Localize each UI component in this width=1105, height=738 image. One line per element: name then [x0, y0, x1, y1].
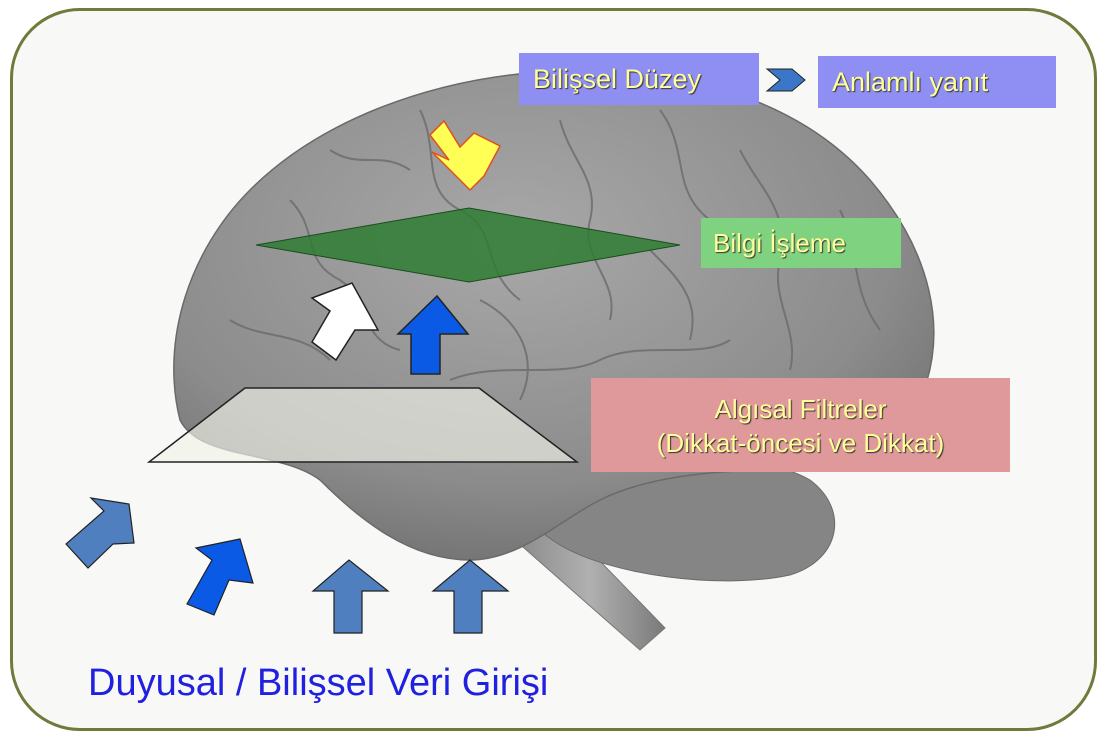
- arrow-up-icon: [66, 498, 134, 568]
- perceptual-filters-subtitle: (Dikkat-öncesi ve Dikkat): [591, 426, 1010, 460]
- chevron-right-icon: [767, 69, 805, 91]
- perceptual-filters-title: Algısal Filtreler: [591, 392, 1010, 426]
- information-processing-label: Bilgi İşleme: [701, 218, 901, 268]
- arrow-up-icon: [313, 560, 388, 633]
- arrow-up-icon: [433, 560, 508, 633]
- arrow-up-icon: [187, 539, 253, 615]
- meaningful-response-label: Anlamlı yanıt: [818, 56, 1056, 108]
- perceptual-filters-label: Algısal Filtreler (Dikkat-öncesi ve Dikk…: [591, 378, 1010, 472]
- sensory-input-label: Duyusal / Bilişsel Veri Girişi: [88, 662, 548, 705]
- brain-illustration: [174, 70, 934, 560]
- cognitive-level-label: Bilişsel Düzey: [519, 53, 759, 105]
